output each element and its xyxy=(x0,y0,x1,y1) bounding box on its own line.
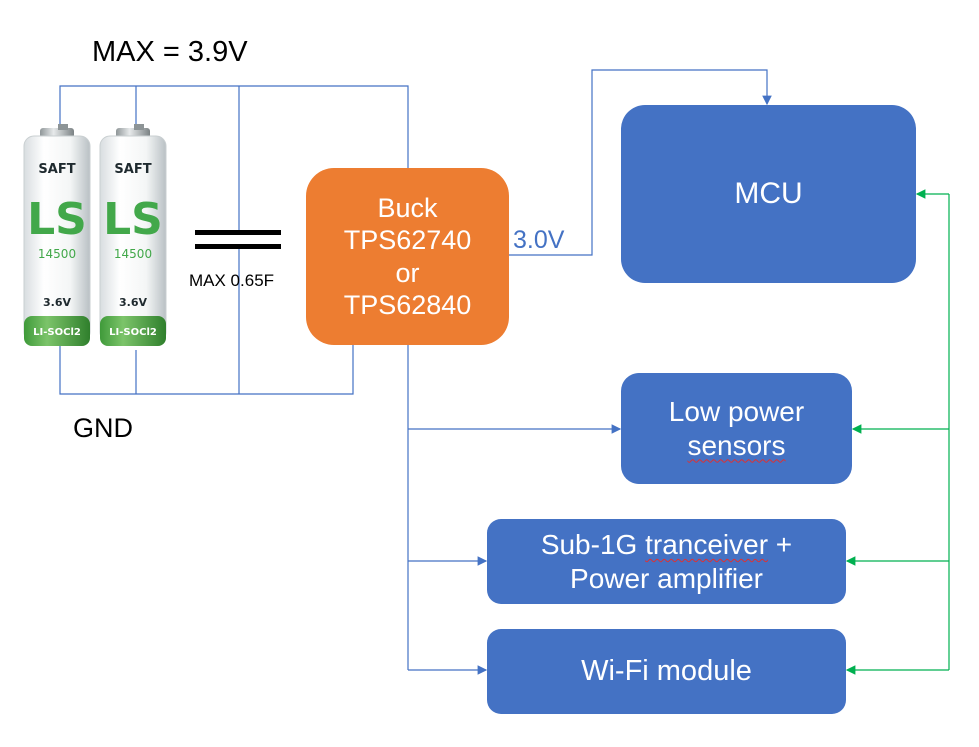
battery-2-model: LS xyxy=(103,194,163,245)
battery-2: SAFT LS 14500 3.6V LI-SOCl2 xyxy=(99,124,167,346)
output-voltage-label: 3.0V xyxy=(513,226,565,254)
subg-label-prefix: Sub-1G xyxy=(540,528,646,560)
mcu-block: MCU xyxy=(621,105,916,283)
power-rail-wires xyxy=(59,69,772,675)
battery-2-voltage: 3.6V xyxy=(119,296,147,309)
buck-or: or xyxy=(395,257,420,288)
battery-2-brand: SAFT xyxy=(114,162,151,177)
buck-part-2: TPS62840 xyxy=(343,289,472,320)
gnd-label: GND xyxy=(73,413,133,443)
capacitor-symbol xyxy=(195,230,281,249)
sensors-label-line1: Low power xyxy=(668,395,805,427)
battery-1-voltage: 3.6V xyxy=(43,296,71,309)
subg-label-line1: Sub-1G tranceiver + xyxy=(541,528,792,562)
bottom-rail-wire xyxy=(59,342,354,395)
buck-title: Buck xyxy=(377,192,438,223)
battery-2-chemistry: LI-SOCl2 xyxy=(109,327,157,338)
battery-2-model-number: 14500 xyxy=(114,247,152,261)
top-rail-wire xyxy=(59,85,409,170)
subg-label-tranceiver: tranceiver xyxy=(645,528,769,560)
buck-part-1: TPS62740 xyxy=(343,225,472,256)
max-voltage-label: MAX = 3.9V xyxy=(92,36,248,68)
subg-label-line2: Power amplifier xyxy=(570,562,763,594)
mcu-label: MCU xyxy=(734,177,803,210)
subg-label-suffix: + xyxy=(768,528,793,560)
mcu-supply-wire xyxy=(509,69,772,256)
battery-1-chemistry: LI-SOCl2 xyxy=(33,327,81,338)
battery-1-brand: SAFT xyxy=(38,162,75,177)
sensors-label-line2: sensors xyxy=(687,429,786,461)
battery-1: SAFT LS 14500 3.6V LI-SOCl2 xyxy=(23,124,91,346)
signal-bus xyxy=(845,189,950,675)
wifi-label: Wi-Fi module xyxy=(581,655,752,687)
buck-converter-block: Buck TPS62740 or TPS62840 xyxy=(306,168,509,345)
capacitor-label: MAX 0.65F xyxy=(189,271,275,290)
sub1g-transceiver-block: Sub-1G tranceiver + Power amplifier xyxy=(487,519,846,604)
battery-1-model-number: 14500 xyxy=(38,247,76,261)
low-power-sensors-block: Low power sensors xyxy=(621,373,852,484)
battery-1-model: LS xyxy=(27,194,87,245)
wifi-module-block: Wi-Fi module xyxy=(487,629,846,714)
